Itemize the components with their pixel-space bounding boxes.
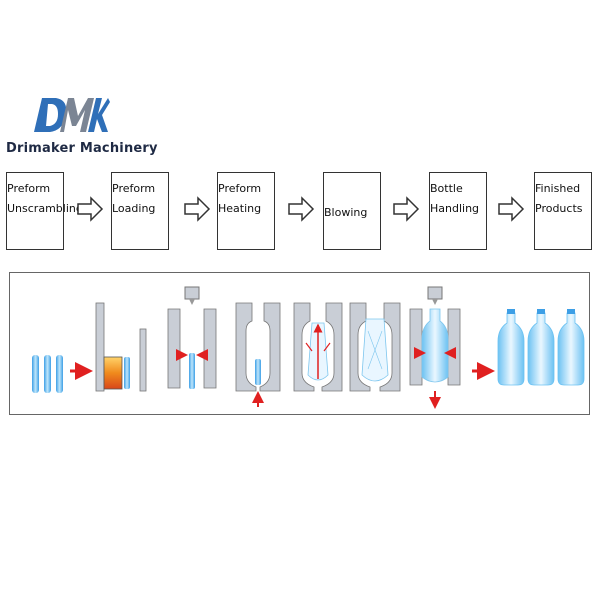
process-illustration <box>9 272 590 415</box>
step-finished-products: Finished Products <box>534 172 592 250</box>
mold-station-1 <box>167 286 217 389</box>
mold-station-3 <box>293 302 343 392</box>
step-label-line1: Preform <box>218 182 262 195</box>
step-preform-heating: Preform Heating <box>217 172 275 250</box>
step-label-line1: Blowing <box>324 206 368 219</box>
step-preform-loading: Preform Loading <box>111 172 169 250</box>
flow-arrow-icon <box>393 196 420 222</box>
step-label-line2: Loading <box>112 202 156 215</box>
flow-arrow-icon <box>498 196 525 222</box>
mold-station-4 <box>349 302 401 392</box>
step-label-line1: Finished <box>535 182 581 195</box>
flow-arrow-icon <box>77 196 104 222</box>
step-bottle-handling: Bottle Handling <box>429 172 487 250</box>
step-label-line2: Unscrambling <box>7 202 83 215</box>
heater-station <box>95 302 147 392</box>
step-label-line1: Preform <box>112 182 156 195</box>
step-preform-unscrambling: Preform Unscrambling <box>6 172 83 250</box>
step-label-line1: Preform <box>7 182 51 195</box>
flow-arrow-icon <box>184 196 211 222</box>
step-blowing: Blowing <box>323 172 381 250</box>
step-label-line2: Handling <box>430 202 480 215</box>
mold-station-5 <box>409 286 461 409</box>
mold-station-2 <box>235 302 281 407</box>
step-label-line2: Products <box>535 202 583 215</box>
process-drawing <box>32 286 585 409</box>
step-label-line2: Heating <box>218 202 262 215</box>
company-name: Drimaker Machinery <box>6 141 158 156</box>
flow-arrow-icon <box>288 196 315 222</box>
preforms-group <box>32 355 63 393</box>
step-label-line1: Bottle <box>430 182 463 195</box>
dmk-logo <box>34 98 110 132</box>
finished-bottles-group <box>497 309 585 386</box>
